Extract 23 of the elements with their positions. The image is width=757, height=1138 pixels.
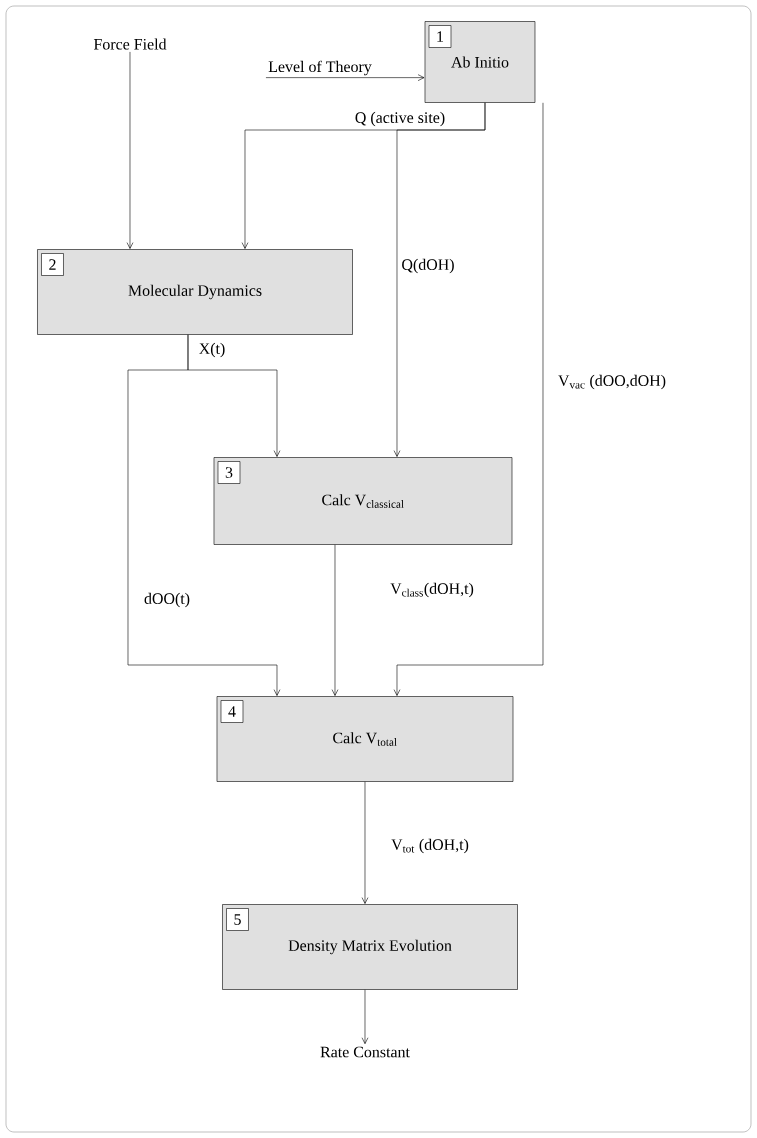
number-box: 1: [428, 25, 452, 48]
arrow: [127, 334, 281, 696]
arrow: [393, 102, 486, 457]
arrow: [361, 781, 369, 904]
input-label: Force Field: [93, 38, 167, 50]
arrow: [361, 989, 369, 1044]
edge-label: Q(dOH): [400, 257, 456, 275]
arrow: [265, 74, 425, 81]
arrow: [393, 102, 544, 696]
edge-label: dOO(t): [143, 591, 191, 609]
output-label: Rate Constant: [320, 1046, 410, 1058]
edge-label: V$_{vac}$ (dOO,dOH): [556, 373, 668, 391]
number-box: 3: [217, 461, 241, 484]
arrow: [126, 51, 134, 249]
number-box: 2: [41, 253, 64, 276]
arrow: [331, 544, 339, 696]
edge-label: X(t): [197, 341, 227, 359]
edge-label: Q (active site): [353, 110, 447, 128]
number-box: 4: [220, 700, 244, 723]
edge-label: V$_{tot}$ (dOH,t): [390, 837, 470, 855]
input-label: Level of Theory: [268, 60, 372, 76]
edge-label: V$_{class}$(dOH,t): [389, 581, 475, 599]
number-box: 5: [226, 908, 249, 931]
